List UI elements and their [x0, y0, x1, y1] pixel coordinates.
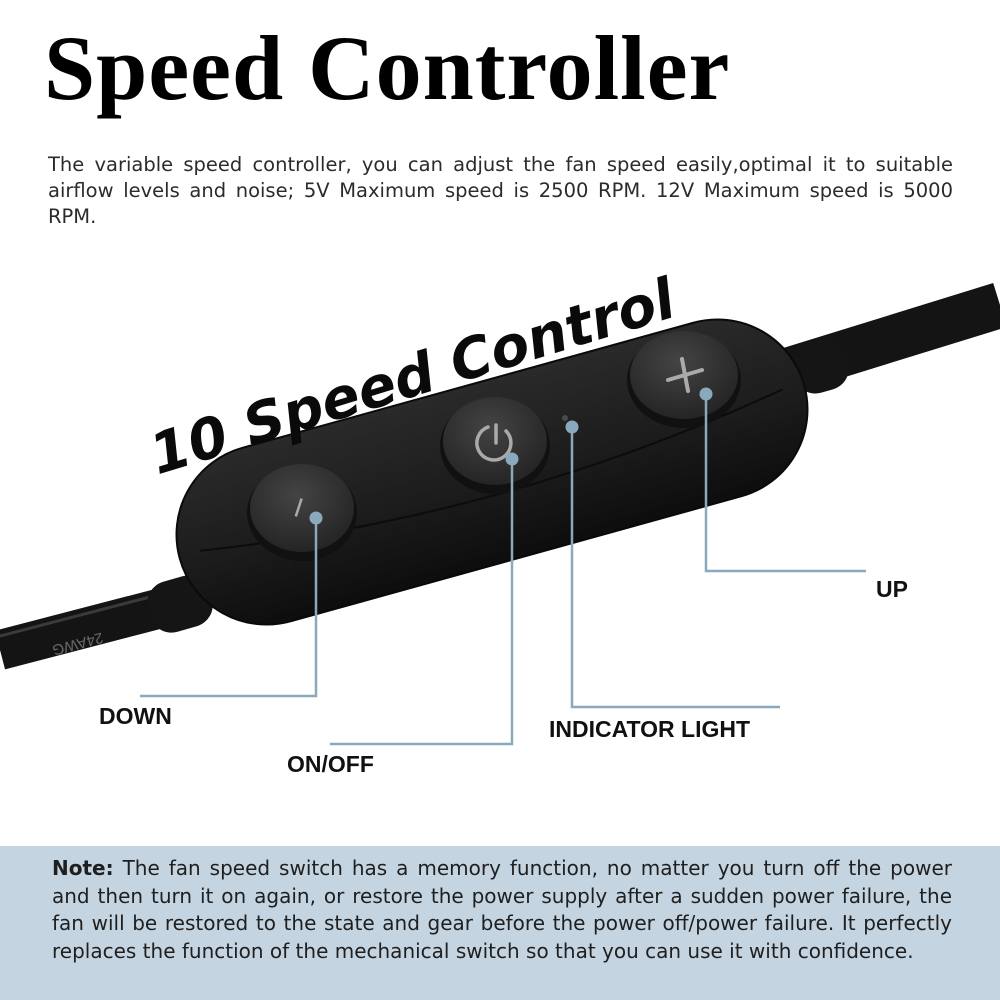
note-text: Note: The fan speed switch has a memory … [52, 855, 952, 965]
product-illustration: 24AWG − 10 Speed Control [0, 266, 1000, 746]
page-title: Speed Controller [44, 17, 731, 119]
strain-relief-right [791, 338, 849, 394]
callout-on-off: ON/OFF [287, 751, 374, 777]
note-label: Note: [52, 856, 114, 880]
plus-icon [666, 357, 704, 393]
note-body: The fan speed switch has a memory functi… [52, 856, 952, 963]
leader-line-down [140, 518, 318, 698]
description-text: The variable speed controller, you can a… [48, 153, 953, 228]
down-button[interactable]: − [247, 464, 357, 561]
indicator-light [562, 415, 568, 421]
note-panel [0, 846, 1000, 1000]
power-icon [475, 423, 513, 462]
callout-indicator-light: INDICATOR LIGHT [549, 716, 751, 742]
leader-line-on-off [330, 459, 514, 746]
callout-down: DOWN [99, 703, 172, 729]
leader-line-up [704, 394, 866, 573]
leader-line-indicator [570, 427, 780, 709]
up-button[interactable] [627, 331, 741, 428]
on-off-button[interactable] [440, 397, 550, 494]
callout-up: UP [876, 576, 908, 602]
